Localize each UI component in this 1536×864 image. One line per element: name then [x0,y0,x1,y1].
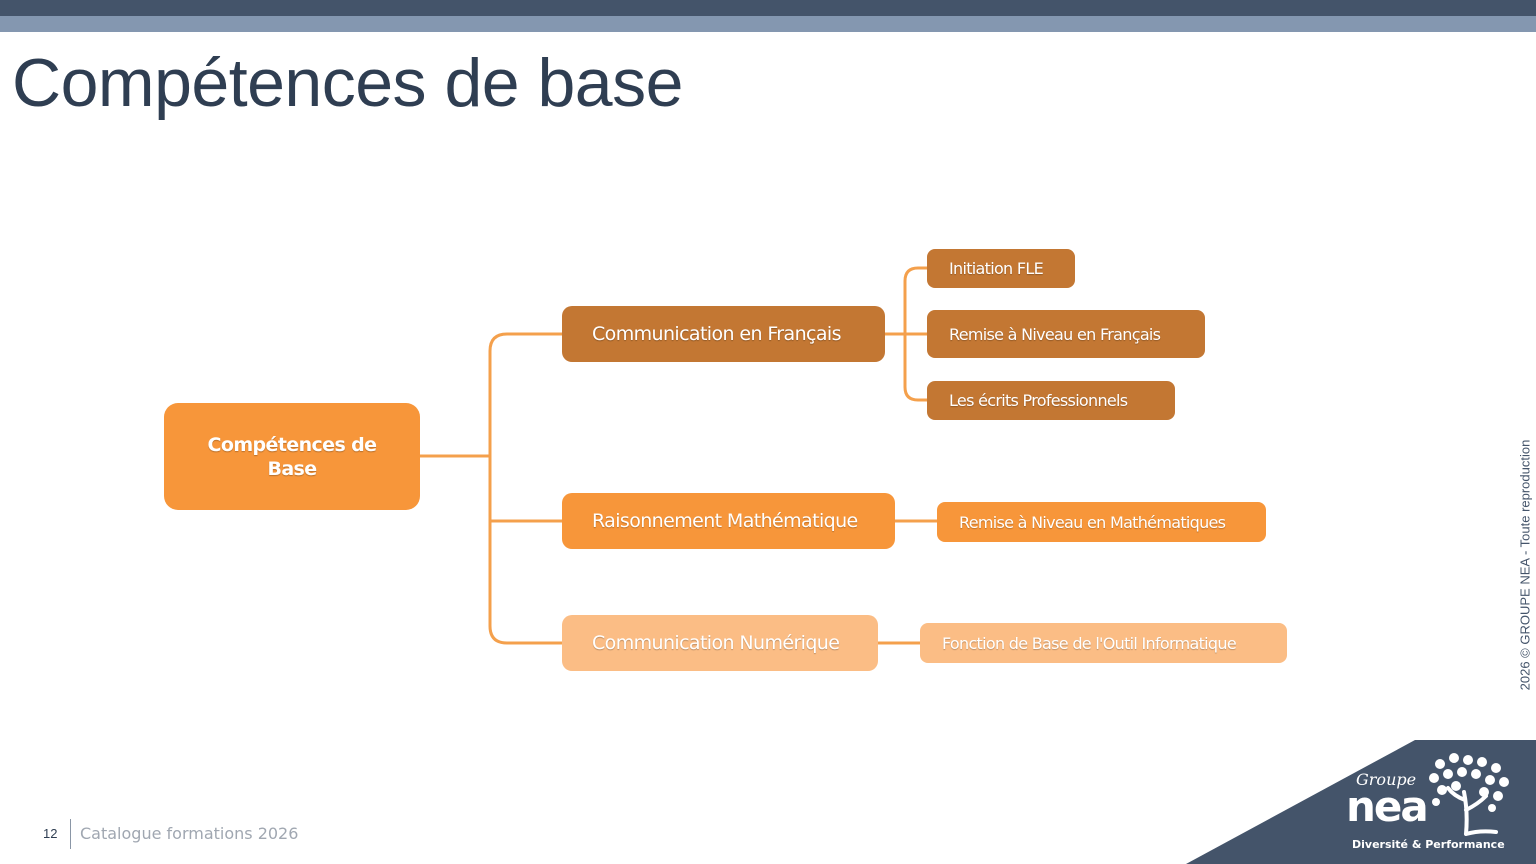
connector-root-to-communication-francais [488,332,564,645]
page-number: 12 [43,826,58,841]
node-initiation-fle-label: Initiation FLE [949,259,1044,278]
node-communication-numerique-label: Communication Numérique [592,632,840,654]
node-raisonnement-mathematique: Raisonnement Mathématique [562,493,895,549]
footer-divider [70,819,71,849]
footer-catalogue-label: Catalogue formations 2026 [80,824,299,843]
logo-nea-text: nea [1346,782,1429,831]
node-communication-francais-label: Communication en Français [592,323,841,345]
node-initiation-fle: Initiation FLE [927,249,1075,288]
node-raisonnement-mathematique-label: Raisonnement Mathématique [592,510,858,532]
node-ecrits-professionnels-label: Les écrits Professionnels [949,391,1128,410]
node-remise-niveau-francais: Remise à Niveau en Français [927,310,1205,358]
node-ecrits-professionnels: Les écrits Professionnels [927,381,1175,420]
top-bar-dark [0,0,1536,16]
node-root: Compétences de Base [164,403,420,510]
node-remise-niveau-mathematiques-label: Remise à Niveau en Mathématiques [959,512,1226,532]
node-remise-niveau-mathematiques: Remise à Niveau en Mathématiques [937,502,1266,542]
logo-tagline: Diversité & Performance [1352,838,1505,851]
node-communication-francais: Communication en Français [562,306,885,362]
tree-logo-icon [1429,753,1509,836]
node-communication-numerique: Communication Numérique [562,615,878,671]
top-bar-light [0,16,1536,32]
node-root-label: Compétences de Base [207,433,378,480]
page-title: Compétences de base [12,45,683,121]
logo-groupe-text: Groupe [1356,770,1417,789]
node-fonction-base-outil-informatique: Fonction de Base de l'Outil Informatique [920,623,1287,663]
node-fonction-base-outil-informatique-label: Fonction de Base de l'Outil Informatique [942,633,1237,653]
node-remise-niveau-francais-label: Remise à Niveau en Français [949,324,1161,344]
